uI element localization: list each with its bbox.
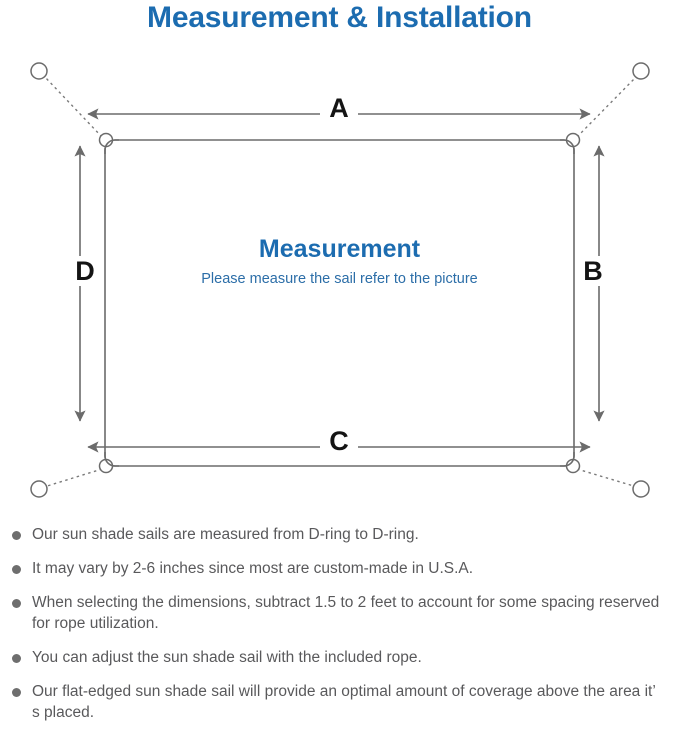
- list-item: Our flat-edged sun shade sail will provi…: [0, 681, 679, 723]
- list-item-text: Our sun shade sails are measured from D-…: [32, 526, 419, 543]
- list-item-text: You can adjust the sun shade sail with t…: [32, 649, 422, 666]
- diagram-center-subtitle: Please measure the sail refer to the pic…: [201, 271, 478, 287]
- sail-shape: [104, 139, 575, 467]
- sail-corner-arc-top-left: [104, 139, 119, 154]
- sail-corner-arc-bottom-left: [104, 452, 119, 467]
- dimension-label-c: C: [320, 426, 358, 456]
- diagram-center-caption: Measurement Please measure the sail refe…: [105, 234, 574, 289]
- anchor-post-bottom-right: [632, 480, 650, 498]
- sail-corner-arc-top-right: [560, 139, 575, 154]
- page-title: Measurement & Installation: [147, 1, 532, 34]
- rope-line-top-left: [43, 75, 103, 138]
- notes-list: Our sun shade sails are measured from D-…: [0, 524, 679, 736]
- measurement-diagram: A B C D Measurement Please measure the s…: [0, 48, 679, 518]
- list-item-text: When selecting the dimensions, subtract …: [32, 594, 660, 632]
- anchor-post-top-right: [632, 62, 650, 80]
- dimension-label-d: D: [70, 256, 100, 286]
- diagram-center-title: Measurement: [258, 235, 421, 263]
- anchor-post-bottom-left: [30, 480, 48, 498]
- bullet-icon: [12, 654, 21, 663]
- list-item: It may vary by 2-6 inches since most are…: [0, 558, 679, 579]
- rope-line-bottom-right: [576, 468, 638, 488]
- list-item: You can adjust the sun shade sail with t…: [0, 647, 679, 668]
- bullet-icon: [12, 599, 21, 608]
- diagram-canvas: [30, 62, 650, 498]
- rope-line-top-right: [576, 75, 638, 138]
- bullet-icon: [12, 565, 21, 574]
- list-item-text: It may vary by 2-6 inches since most are…: [32, 560, 474, 577]
- sail-corner-arc-bottom-right: [560, 452, 575, 467]
- list-item-text: Our flat-edged sun shade sail will provi…: [32, 683, 656, 721]
- rope-line-bottom-left: [43, 468, 103, 488]
- dimension-label-a: A: [320, 93, 358, 123]
- bullet-icon: [12, 688, 21, 697]
- dimension-label-b: B: [578, 256, 608, 286]
- list-item: When selecting the dimensions, subtract …: [0, 592, 679, 634]
- list-item: Our sun shade sails are measured from D-…: [0, 524, 679, 545]
- bullet-icon: [12, 531, 21, 540]
- anchor-post-top-left: [30, 62, 48, 80]
